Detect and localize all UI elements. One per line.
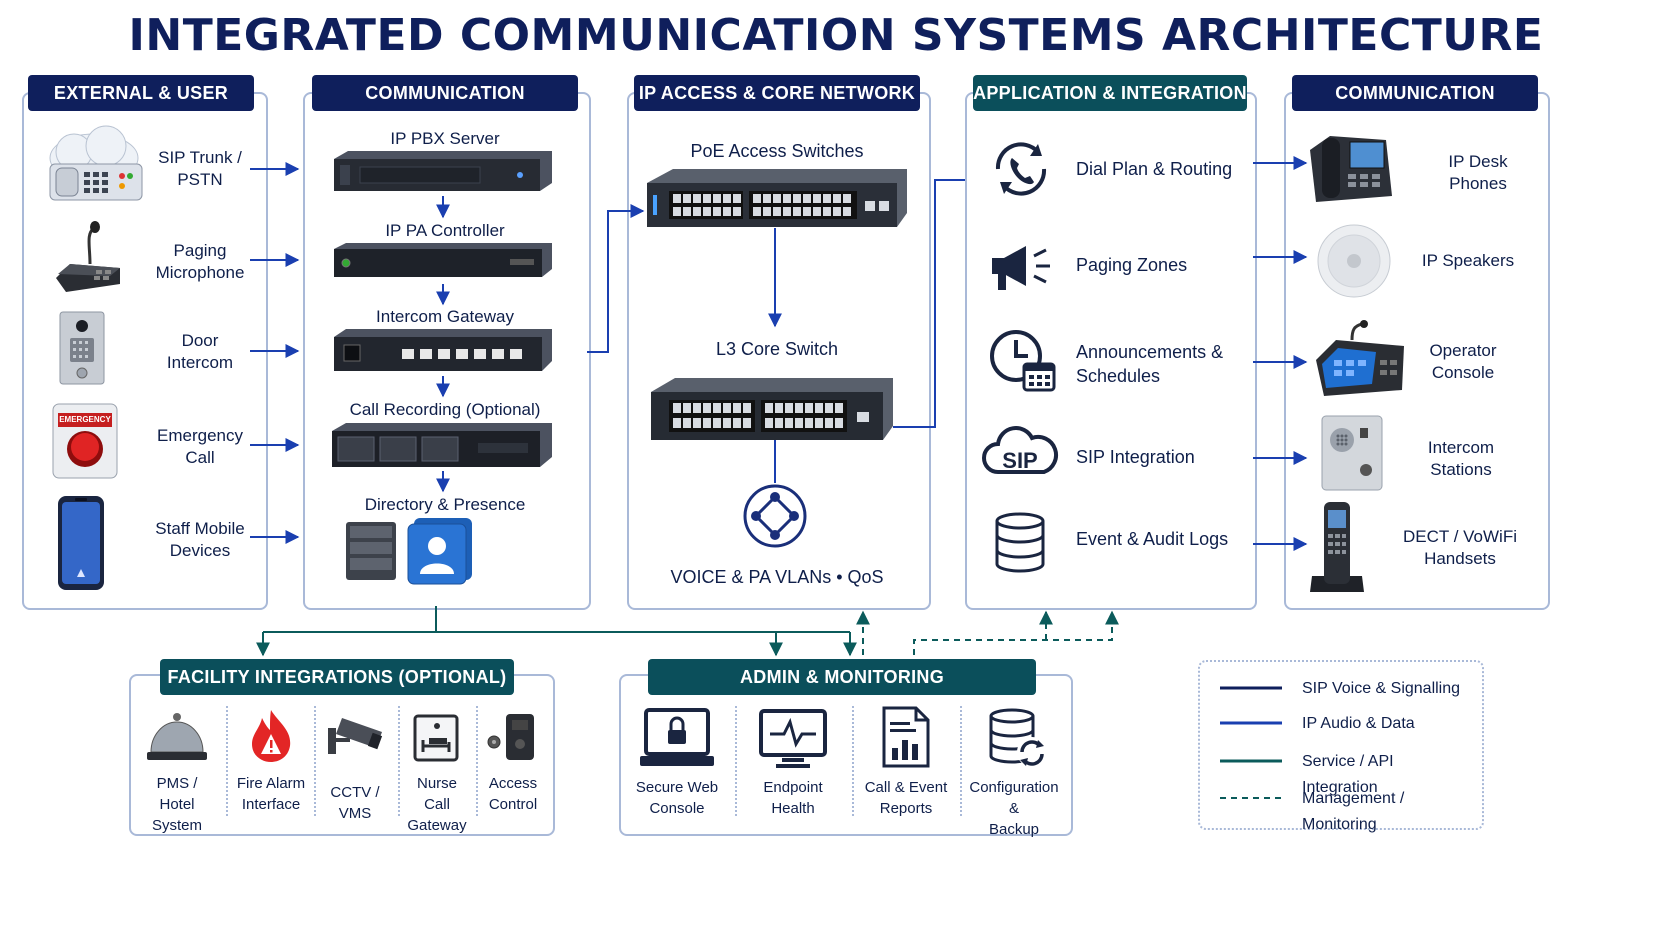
page-title: INTEGRATED COMMUNICATION SYSTEMS ARCHITE… <box>128 10 1544 61</box>
service-bell-icon <box>147 713 207 760</box>
facility-label-cctv: CCTV / VMS <box>330 784 380 822</box>
endpoints-header: COMMUNICATION ENDPOINTS <box>1292 75 1538 139</box>
platform-label-intercom-gateway: Intercom Gateway <box>376 307 514 326</box>
app-label-dial-plan: Dial Plan & Routing <box>1076 159 1233 179</box>
facility-divider <box>314 706 316 816</box>
legend-label-sip: SIP Voice & Signalling <box>1302 680 1461 697</box>
app-label-sip-integration: SIP Integration <box>1076 447 1195 467</box>
input-label-staff-mobile: Staff Mobile Devices <box>155 519 245 560</box>
input-label-door-intercom: Door Intercom <box>166 331 234 372</box>
platform-label-ip-pa: IP PA Controller <box>385 221 505 240</box>
legend-label-api: Service / API Integration <box>1302 753 1394 796</box>
legend-swatches <box>1220 686 1282 799</box>
health-monitor-icon <box>759 709 827 768</box>
megaphone-icon <box>992 246 1050 290</box>
intercom-gateway-icon <box>334 329 552 371</box>
platform-label-ip-pbx: IP PBX Server <box>390 129 500 148</box>
dect-handset-icon <box>1310 502 1364 592</box>
endpoint-label-operator-console: Operator Console <box>1429 341 1497 382</box>
endpoint-label-ip-speakers: IP Speakers <box>1421 251 1515 270</box>
operator-console-icon <box>1316 320 1404 396</box>
facility-label-access-control: Access Control <box>488 775 538 813</box>
platforms-header: COMMUNICATION PLATFORMS <box>312 75 578 139</box>
phone-routing-icon <box>995 142 1047 196</box>
platform-label-directory: Directory & Presence <box>364 495 526 514</box>
sip-badge: SIP <box>1002 448 1038 473</box>
door-intercom-icon <box>59 311 105 385</box>
input-label-paging-microphone: Paging Microphone <box>155 241 245 282</box>
database-icon <box>995 512 1045 573</box>
facility-divider <box>226 706 228 816</box>
app-label-event-logs: Event & Audit Logs <box>1076 529 1229 549</box>
admin-divider <box>852 706 854 816</box>
pbx-server-icon <box>334 151 552 191</box>
desk-phone-icon <box>1310 136 1392 202</box>
nurse-call-icon <box>413 714 459 762</box>
access-control-icon <box>487 714 534 760</box>
legend-label-ip-audio: IP Audio & Data <box>1302 715 1415 732</box>
network-label-poe: PoE Access Switches <box>690 141 864 161</box>
admin-label-call-reports: Call & Event Reports <box>864 779 948 817</box>
ceiling-speaker-icon <box>1317 224 1391 298</box>
facility-label-fire-alarm: Fire Alarm Interface <box>236 775 306 813</box>
recording-server-icon <box>332 423 552 467</box>
admin-label-endpoint-health: Endpoint Health <box>763 779 823 817</box>
facility-header: FACILITY INTEGRATIONS (OPTIONAL) <box>160 659 514 695</box>
apps-header: APPLICATION & INTEGRATION <box>973 75 1247 111</box>
input-label-emergency-call: Emergency Call <box>157 426 243 467</box>
secure-laptop-icon <box>640 708 714 766</box>
pa-controller-icon <box>334 243 552 277</box>
network-header: IP ACCESS & CORE NETWORK <box>634 75 920 111</box>
endpoint-label-desk-phones: IP Desk Phones <box>1448 152 1508 193</box>
cloud-phone-icon <box>49 125 143 201</box>
legend-label-management: Management / Monitoring <box>1302 790 1405 833</box>
admin-header: ADMIN & MONITORING <box>648 659 1036 695</box>
platform-label-call-recording: Call Recording (Optional) <box>349 400 541 419</box>
vlan-network-icon <box>743 484 807 548</box>
app-label-paging-zones: Paging Zones <box>1076 255 1188 275</box>
emergency-button-icon: EMERGENCY <box>52 403 118 479</box>
config-backup-icon <box>989 708 1047 767</box>
facility-divider <box>476 706 478 816</box>
facility-label-pms: PMS / Hotel System <box>151 775 202 834</box>
admin-divider <box>960 706 962 816</box>
admin-label-secure-console: Secure Web Console <box>635 779 719 817</box>
endpoint-label-intercom-stations: Intercom Stations <box>1427 438 1495 479</box>
admin-divider <box>735 706 737 816</box>
endpoint-label-dect: DECT / VoWiFi Handsets <box>1403 527 1517 568</box>
directory-presence-icon <box>346 518 472 585</box>
intercom-station-icon <box>1321 415 1383 491</box>
input-label-sip-trunk: SIP Trunk / PSTN <box>158 148 242 189</box>
fire-alarm-icon <box>252 710 291 762</box>
emergency-badge: EMERGENCY <box>59 415 111 424</box>
sip-cloud-icon: SIP <box>982 424 1058 480</box>
cctv-camera-icon <box>328 718 383 754</box>
smartphone-icon <box>58 496 104 590</box>
report-icon <box>882 706 930 768</box>
clock-calendar-icon <box>990 330 1056 392</box>
admin-label-configuration: Configuration & Backup <box>969 779 1059 838</box>
facility-divider <box>398 706 400 816</box>
external-inputs-header: EXTERNAL & USER INPUTS <box>28 75 254 139</box>
core-switch-icon <box>651 378 893 440</box>
facility-label-nurse-call: Nurse Call Gateway <box>407 775 467 834</box>
network-label-l3-core: L3 Core Switch <box>715 339 839 359</box>
network-label-vlans: VOICE & PA VLANs • QoS <box>670 567 884 587</box>
app-label-announcements: Announcements & Schedules <box>1076 342 1224 386</box>
paging-microphone-icon <box>56 221 120 292</box>
poe-switch-icon <box>647 169 907 227</box>
